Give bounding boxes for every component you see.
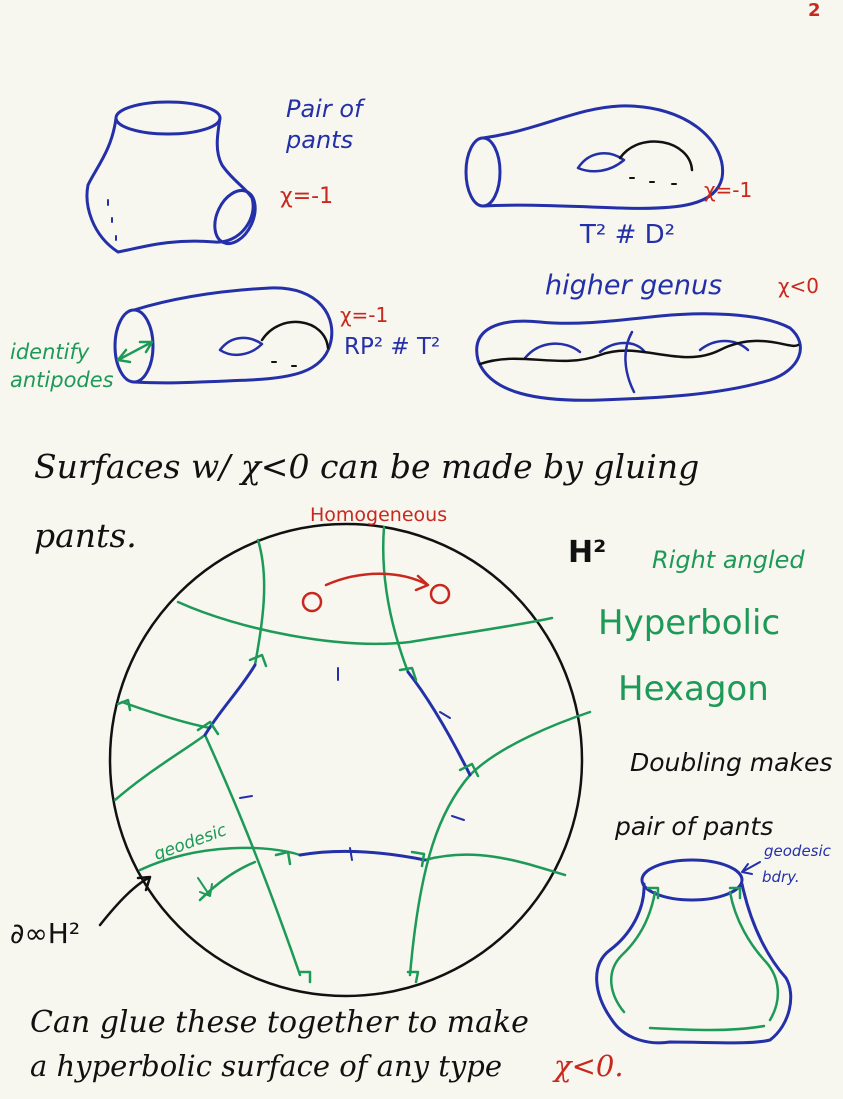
torus-disk-drawing — [464, 104, 725, 210]
pants-title: Pair of pants — [286, 95, 363, 155]
rp2-torus-drawing — [113, 286, 334, 385]
hexagon-label: Hexagon — [618, 669, 769, 709]
identify-label: identify antipodes — [10, 340, 114, 393]
page-number: 2 — [808, 0, 821, 21]
right-angle-marks — [116, 653, 480, 984]
doubling-line1: Doubling makes — [630, 748, 833, 777]
geodesic-bdry-arrow — [741, 861, 761, 875]
doubling-bdry-label: bdry. — [762, 868, 800, 886]
h2-label: H² — [568, 535, 607, 570]
right-angled-label: Right angled — [652, 546, 805, 574]
tick-marks — [239, 667, 465, 861]
torus-disk-formula: T² # D² — [580, 220, 676, 250]
pants-euler: χ=-1 — [280, 184, 334, 209]
boundary-circle — [108, 522, 584, 998]
doubling-geodesic-label: geodesic — [764, 842, 831, 860]
rp2-torus-euler: χ=-1 — [340, 303, 389, 327]
doubled-pants-seams — [609, 886, 780, 1032]
boundary-arrow — [98, 875, 152, 927]
torus-disk-euler: χ=-1 — [704, 178, 753, 202]
doubled-pants-drawing — [595, 858, 793, 1045]
conclusion-euler: χ<0. — [554, 1049, 624, 1083]
higher-genus-drawing — [475, 312, 802, 402]
rp2-torus-formula: RP² # T² — [344, 334, 441, 360]
geodesic-lines — [113, 525, 592, 977]
higher-genus-euler: χ<0 — [778, 274, 820, 298]
homogeneous-label: Homogeneous — [310, 504, 448, 526]
statement: Surfaces w/ χ<0 can be made by gluing pa… — [34, 447, 700, 556]
doubling-line2: pair of pants — [615, 812, 774, 841]
geodesic-arrow — [197, 877, 213, 897]
boundary-label: ∂∞H² — [10, 917, 81, 950]
pants-drawing — [85, 100, 257, 254]
hyperbolic-label: Hyperbolic — [598, 603, 781, 643]
hexagon-sides — [203, 663, 472, 862]
higher-genus-label: higher genus — [545, 270, 723, 301]
conclusion-line1: Can glue these together to make — [30, 1005, 529, 1040]
conclusion-line2: a hyperbolic surface of any type — [30, 1049, 503, 1083]
homogeneous-arrow — [301, 572, 451, 613]
identify-arrow — [116, 340, 154, 364]
